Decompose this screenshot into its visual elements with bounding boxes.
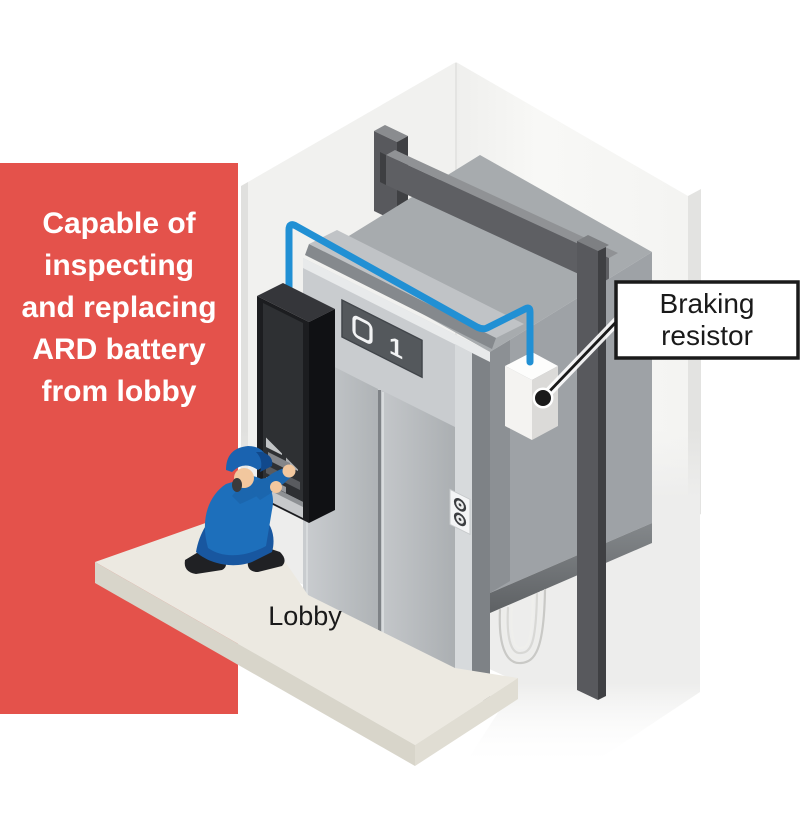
front-face-details: 1 (341, 298, 471, 536)
crossbeam (380, 150, 618, 288)
door-wall-highlight (303, 258, 490, 362)
power-cable (285, 221, 534, 366)
car-roof-slab (305, 230, 524, 349)
ard-callout: Capable of inspecting and replacing ARD … (0, 163, 238, 714)
braking-resistor-label-line-2: resistor (661, 320, 753, 351)
travelling-cable-strand (510, 594, 535, 650)
hall-call-button-up-dot (458, 503, 462, 507)
control-panel-opening (263, 303, 303, 516)
lobby-floor-front-edge (95, 562, 415, 766)
ard-callout-line-1: Capable of (42, 207, 196, 240)
guide-rail-left-top (374, 125, 408, 142)
hall-call-button-down-dot (458, 517, 462, 521)
lobby-label: Lobby (268, 601, 342, 631)
lobby-floor-right-edge (415, 678, 518, 766)
travelling-cable-strand (502, 590, 543, 660)
panel-part (268, 452, 290, 471)
guide-rail-right-top (577, 235, 609, 251)
crossbeam-face (386, 155, 609, 288)
leader-dot (535, 390, 551, 406)
guide-rail-right-side (598, 247, 606, 700)
braking-resistor-label-line-1: Braking (660, 288, 755, 319)
guide-rail-right-face (577, 241, 598, 700)
roof-slab-top (309, 230, 524, 338)
ard-callout-line-2: inspecting (44, 249, 194, 282)
technician-hand (270, 481, 282, 493)
car-bottom-band (490, 523, 652, 613)
travelling-cable-strand (498, 588, 547, 665)
travelling-cable (498, 588, 547, 665)
control-panel-side (309, 309, 335, 523)
car-top-face (318, 155, 652, 352)
travelling-cable-strand (506, 592, 539, 655)
ard-callout-line-3: and replacing (21, 291, 216, 324)
elevator-door-right (381, 390, 455, 672)
roof-slab-edge (305, 244, 496, 349)
braking-resistor-label-box (614, 280, 800, 360)
indicator-digit: 1 (389, 330, 403, 365)
guide-rail-right (577, 235, 609, 700)
control-panel-top (257, 283, 335, 322)
control-panel (247, 283, 335, 523)
crossbeam-end (380, 152, 386, 185)
braking-resistor-callout: Braking resistor (532, 280, 800, 409)
technician-hand (282, 464, 296, 478)
technician (184, 446, 296, 574)
door-jamb-shadow (472, 353, 490, 704)
ard-callout-line-5: from lobby (42, 375, 197, 408)
ard-callout-line-4: ARD battery (32, 333, 206, 366)
technician-cap-brim (256, 452, 273, 472)
indicator-ring-icon (352, 315, 373, 344)
resistor-front (505, 366, 532, 440)
leader-line (541, 318, 620, 400)
technician-hair (232, 478, 242, 492)
resistor-top (505, 352, 558, 380)
crossbeam-top (386, 150, 618, 258)
